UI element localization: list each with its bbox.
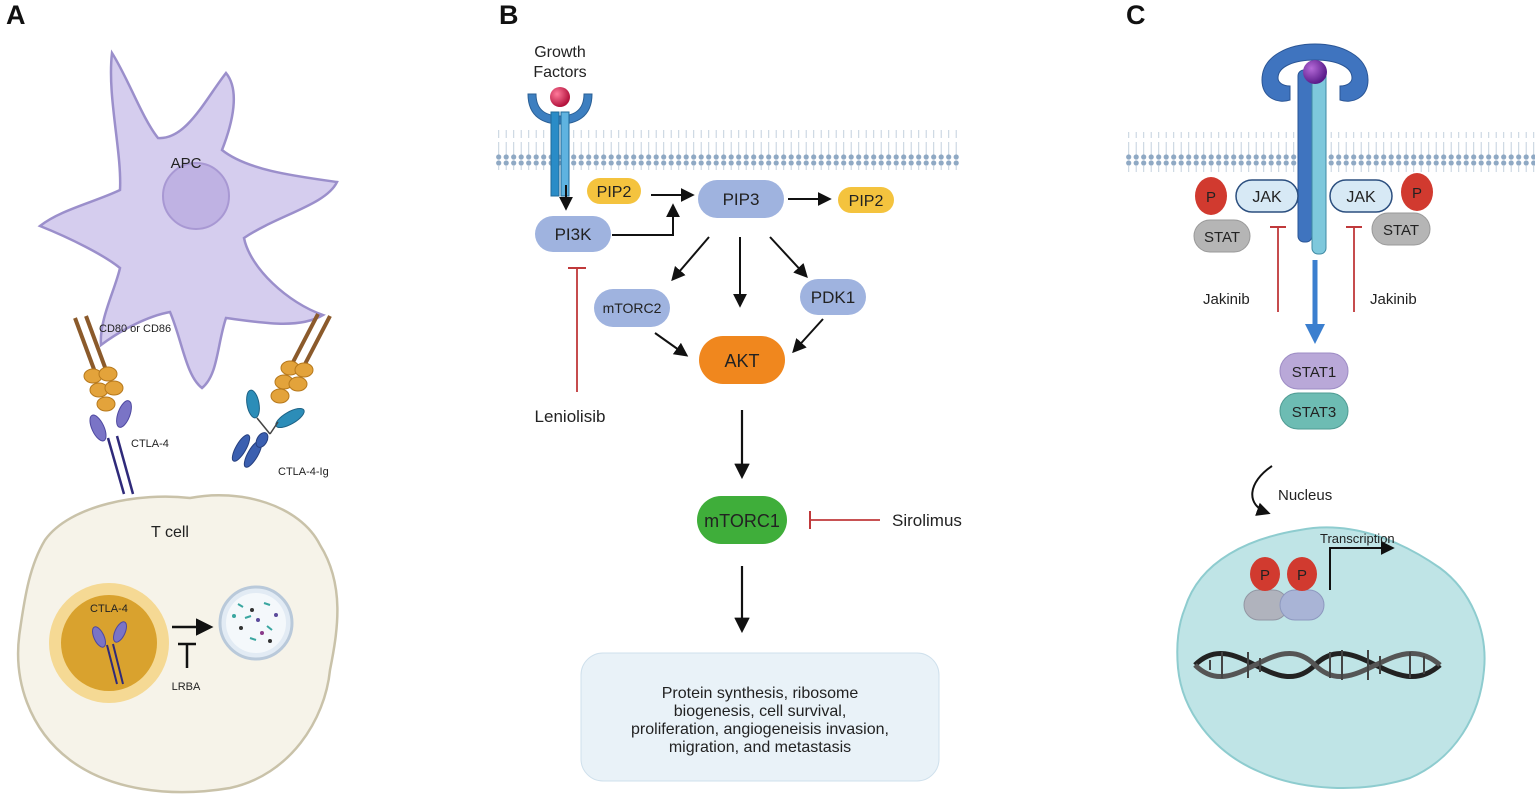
ctla4-vesicle — [61, 595, 157, 691]
nucleus-label: Nucleus — [1278, 487, 1332, 504]
node-pip2-right — [838, 187, 894, 213]
membrane-c — [1125, 132, 1535, 172]
panel-b: B Growth Factors PIP2 PI3K PIP3 PIP2 Len… — [495, 0, 962, 782]
pdk1-label: PDK1 — [811, 288, 855, 307]
stat1-label: STAT1 — [1292, 364, 1336, 381]
lrba-label: LRBA — [172, 681, 201, 693]
p-dna-left-label: P — [1260, 567, 1270, 584]
ctla4-ig — [231, 389, 305, 468]
pip3-label: PIP3 — [723, 190, 760, 209]
p-right — [1401, 173, 1433, 211]
t-cell — [16, 494, 339, 794]
node-pip3 — [698, 180, 784, 218]
sirolimus-label: Sirolimus — [892, 511, 962, 530]
node-mtorc1 — [697, 496, 787, 544]
outcome-box — [580, 652, 940, 782]
growth-factors-line2: Factors — [533, 64, 586, 81]
arrow-pip3-mtorc2 — [671, 236, 710, 282]
lysosome — [218, 585, 294, 661]
growth-factors-line1: Growth — [534, 44, 586, 61]
dna-helix — [1193, 650, 1442, 680]
cd80-receptor-right — [270, 313, 332, 404]
panel-a: A APC CD80 or CD86 CTLA-4 — [6, 0, 339, 794]
panel-a-letter: A — [6, 0, 26, 30]
node-pip2-left — [587, 178, 641, 204]
mtorc2-label: mTORC2 — [603, 300, 662, 316]
cytokine-receptor — [1261, 43, 1369, 255]
ctla4-receptor — [89, 400, 135, 495]
outcome-line-2: biogenesis, cell survival, — [674, 703, 847, 720]
outcome-line-1: Protein synthesis, ribosome — [662, 685, 859, 702]
arrow-to-nucleus — [1251, 465, 1273, 516]
p-dna-left — [1250, 557, 1280, 591]
tcell-label: T cell — [151, 524, 189, 541]
jak-left — [1235, 179, 1299, 213]
arrow-pip3-pdk1 — [769, 236, 808, 279]
stat3-label: STAT3 — [1292, 404, 1336, 421]
pi3k-label: PI3K — [555, 225, 593, 244]
vesicle-label: CTLA-4 — [90, 603, 128, 615]
node-akt — [699, 336, 785, 384]
panel-b-letter: B — [499, 0, 519, 30]
dimer-right — [1279, 589, 1325, 621]
node-stat3 — [1279, 392, 1349, 430]
node-pi3k — [535, 216, 611, 252]
lrba-inhibition — [178, 642, 196, 668]
stat-left-label: STAT — [1204, 229, 1240, 246]
arrow-pdk1-akt — [792, 318, 824, 354]
jak-left-label: JAK — [1252, 189, 1282, 206]
ctla4-internal — [92, 621, 127, 685]
pip2-right-label: PIP2 — [849, 193, 884, 210]
leniolisib-label: Leniolisib — [535, 407, 606, 426]
mtorc1-label: mTORC1 — [704, 511, 780, 531]
p-left-label: P — [1206, 189, 1216, 206]
p-dna-right — [1287, 557, 1317, 591]
jakinib-left-label: Jakinib — [1203, 291, 1250, 308]
node-stat1 — [1279, 352, 1349, 390]
ctla4-label: CTLA-4 — [131, 438, 169, 450]
panel-c-letter: C — [1126, 0, 1146, 30]
outcome-line-3: proliferation, angiogeneisis invasion, — [631, 721, 889, 738]
stat-right-label: STAT — [1383, 222, 1419, 239]
jak-right — [1329, 179, 1393, 213]
apc-nucleus — [162, 162, 230, 230]
apc-label: APC — [171, 155, 202, 172]
panel-c: C P JAK STAT JAK P STAT Jakinib Jakinib — [1125, 0, 1535, 789]
membrane-b — [495, 130, 960, 170]
node-pdk1 — [800, 279, 866, 315]
p-right-label: P — [1412, 185, 1422, 202]
outcome-line-4: migration, and metastasis — [669, 739, 851, 756]
arrow-pi3k-pip3 — [612, 203, 680, 236]
arrow-mtorc2-akt — [654, 332, 689, 357]
transcription-arrow — [1329, 541, 1395, 590]
cd80-label: CD80 or CD86 — [99, 323, 171, 335]
jak-right-label: JAK — [1346, 189, 1376, 206]
ctla4ig-label: CTLA-4-Ig — [278, 466, 329, 478]
jakinib-right-label: Jakinib — [1370, 291, 1417, 308]
cd80-receptor — [73, 315, 124, 412]
p-left — [1195, 177, 1227, 215]
transcription-label: Transcription — [1320, 531, 1395, 546]
pip2-left-label: PIP2 — [597, 184, 632, 201]
node-mtorc2 — [594, 289, 670, 327]
p-dna-right-label: P — [1297, 567, 1307, 584]
akt-label: AKT — [724, 351, 759, 371]
stat-left — [1193, 219, 1251, 253]
stat-right — [1371, 212, 1431, 246]
